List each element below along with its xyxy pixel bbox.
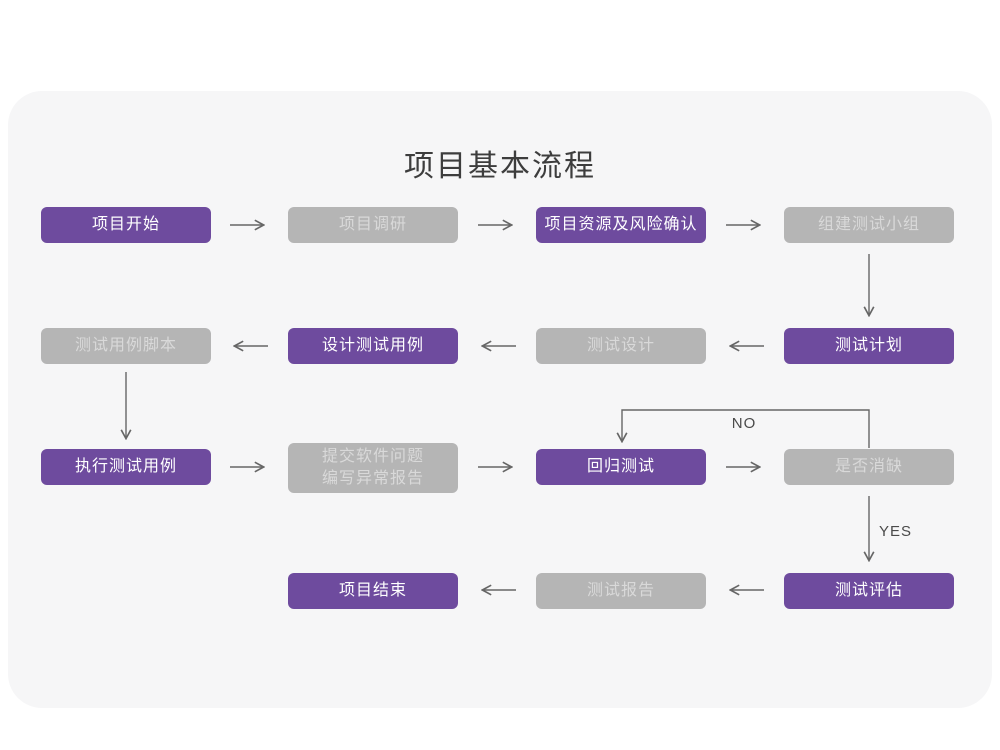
node-test-evaluation: 测试评估 bbox=[784, 573, 954, 609]
node-project-start: 项目开始 bbox=[41, 207, 211, 243]
branch-label-no: NO bbox=[731, 415, 757, 432]
node-submit-issue-report: 提交软件问题 编写异常报告 bbox=[288, 443, 458, 493]
node-project-end: 项目结束 bbox=[288, 573, 458, 609]
node-project-survey: 项目调研 bbox=[288, 207, 458, 243]
node-execute-test-cases: 执行测试用例 bbox=[41, 449, 211, 485]
diagram-title: 项目基本流程 bbox=[404, 150, 596, 183]
node-test-report: 测试报告 bbox=[536, 573, 706, 609]
node-test-design: 测试设计 bbox=[536, 328, 706, 364]
node-regression-test: 回归测试 bbox=[536, 449, 706, 485]
node-defect-cleared: 是否消缺 bbox=[784, 449, 954, 485]
node-test-plan: 测试计划 bbox=[784, 328, 954, 364]
branch-label-yes: YES bbox=[879, 523, 913, 540]
node-test-case-script: 测试用例脚本 bbox=[41, 328, 211, 364]
node-build-test-team: 组建测试小组 bbox=[784, 207, 954, 243]
node-design-test-cases: 设计测试用例 bbox=[288, 328, 458, 364]
node-project-resource-risk: 项目资源及风险确认 bbox=[536, 207, 706, 243]
